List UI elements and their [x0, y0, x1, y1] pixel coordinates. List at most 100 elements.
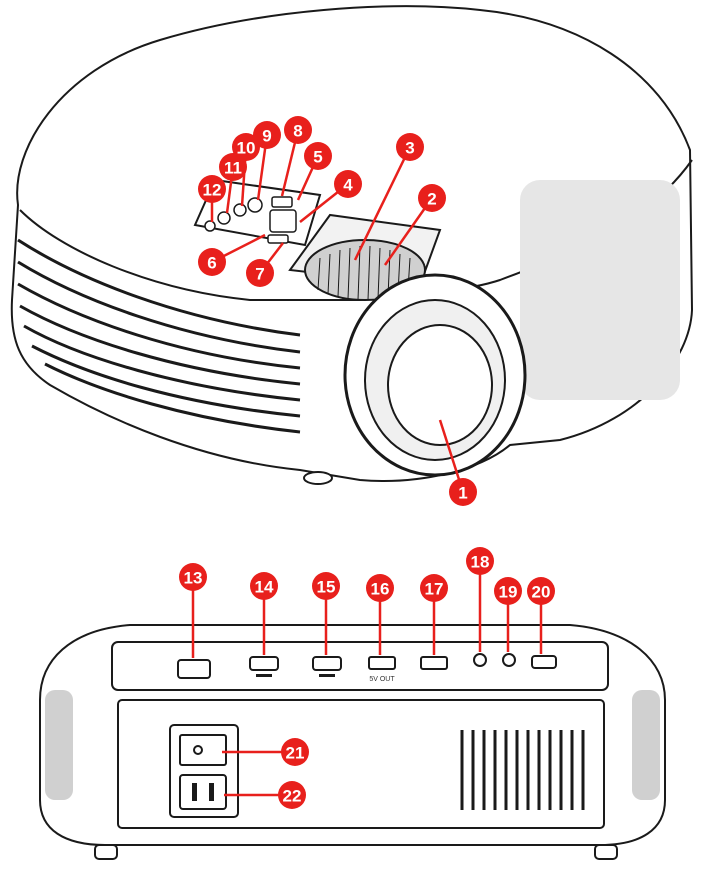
projector-top-view [10, 5, 694, 485]
usb-5v-out-label: 5V OUT [369, 676, 395, 683]
callout-badge-16 [366, 574, 394, 602]
front-foot [303, 471, 333, 485]
projector-back-view: 5V OUT [39, 624, 666, 860]
callout-22: 22 [278, 781, 306, 809]
callout-badge-20 [527, 577, 555, 605]
callout-number-15: 15 [317, 578, 336, 597]
callout-number-21: 21 [286, 744, 305, 763]
callout-badge-2 [418, 184, 446, 212]
control-buttons [204, 196, 297, 244]
callout-number-8: 8 [293, 122, 302, 141]
callout-number-5: 5 [313, 148, 322, 167]
callout-number-11: 11 [224, 159, 242, 178]
rear-vent-grille [460, 730, 585, 810]
callout-7: 7 [246, 259, 274, 287]
callout-number-18: 18 [471, 553, 490, 572]
leader-line-3 [353, 146, 412, 261]
callout-badge-8 [284, 116, 312, 144]
callout-number-3: 3 [405, 139, 414, 158]
rear-foot-left [94, 844, 118, 860]
callout-16: 16 [366, 574, 394, 602]
callout-4: 4 [334, 170, 362, 198]
callout-badge-9 [253, 121, 281, 149]
callout-badge-1 [449, 478, 477, 506]
ir-receiver-port [177, 659, 211, 679]
callout-badge-19 [494, 577, 522, 605]
io-panel [111, 641, 609, 691]
callout-badge-14 [250, 572, 278, 600]
rear-foot-right [594, 844, 618, 860]
callout-badge-17 [420, 574, 448, 602]
callout-number-14: 14 [255, 578, 274, 597]
callout-badge-6 [198, 248, 226, 276]
button-up [271, 196, 293, 208]
callout-badge-10 [232, 133, 260, 161]
callout-badge-15 [312, 572, 340, 600]
callout-badge-21 [281, 738, 309, 766]
callout-badge-5 [304, 142, 332, 170]
av-jack [473, 653, 487, 667]
callout-10: 10 [232, 133, 260, 161]
lens-glass [387, 324, 493, 446]
callout-badge-22 [278, 781, 306, 809]
callout-number-17: 17 [425, 580, 444, 599]
callout-13: 13 [179, 563, 207, 591]
callout-number-1: 1 [458, 484, 467, 503]
callout-12: 12 [198, 175, 226, 203]
power-switch-dot [193, 745, 203, 755]
callout-badge-11 [219, 153, 247, 181]
callout-number-12: 12 [203, 181, 222, 200]
callout-badge-12 [198, 175, 226, 203]
callout-number-4: 4 [343, 176, 353, 195]
ac-inlet [179, 774, 227, 810]
callout-1: 1 [449, 478, 477, 506]
button-ok [269, 209, 297, 233]
side-vent-right [520, 180, 680, 400]
callout-badge-3 [396, 133, 424, 161]
button-down [267, 234, 289, 244]
callout-2: 2 [418, 184, 446, 212]
callout-8: 8 [284, 116, 312, 144]
headphone-jack [502, 653, 516, 667]
callout-number-6: 6 [207, 254, 216, 273]
callout-badge-13 [179, 563, 207, 591]
usb-5v-out-port [368, 656, 396, 670]
callout-number-20: 20 [532, 583, 551, 602]
button-back [204, 220, 216, 232]
hdmi-port-2 [312, 656, 342, 671]
vga-port [531, 655, 557, 669]
callout-21: 21 [281, 738, 309, 766]
callout-number-16: 16 [371, 580, 390, 599]
callout-3: 3 [396, 133, 424, 161]
button-source [233, 203, 247, 217]
callout-badge-18 [466, 547, 494, 575]
callout-18: 18 [466, 547, 494, 575]
callout-number-7: 7 [255, 265, 264, 284]
button-menu [247, 197, 263, 213]
callout-number-22: 22 [283, 787, 302, 806]
back-side-vents [45, 690, 660, 800]
callout-15: 15 [312, 572, 340, 600]
callout-badge-4 [334, 170, 362, 198]
callout-number-13: 13 [184, 569, 203, 588]
callout-17: 17 [420, 574, 448, 602]
callout-number-9: 9 [262, 127, 271, 146]
callout-14: 14 [250, 572, 278, 600]
callout-number-19: 19 [499, 583, 518, 602]
callout-number-10: 10 [237, 139, 256, 158]
callout-9: 9 [253, 121, 281, 149]
callout-19: 19 [494, 577, 522, 605]
side-vent-left [17, 238, 301, 434]
hdmi-port-1 [249, 656, 279, 671]
callout-5: 5 [304, 142, 332, 170]
callout-badge-7 [246, 259, 274, 287]
usb-port [420, 656, 448, 670]
callout-number-2: 2 [427, 190, 436, 209]
callout-11: 11 [219, 153, 247, 181]
callout-20: 20 [527, 577, 555, 605]
button-power [217, 211, 231, 225]
callout-6: 6 [198, 248, 226, 276]
